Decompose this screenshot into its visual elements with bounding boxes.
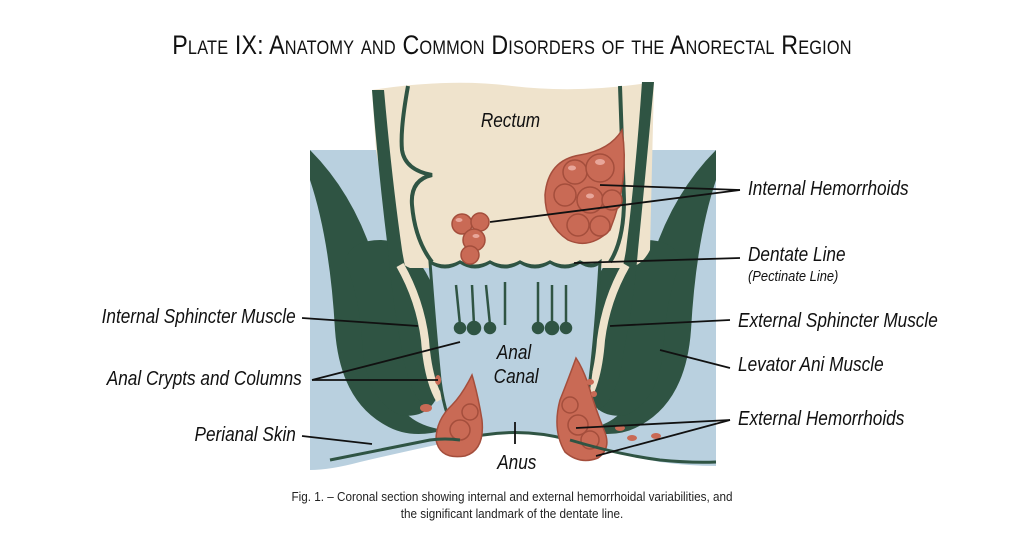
- label-anal-crypts: Anal Crypts and Columns: [106, 368, 302, 390]
- label-anus: Anus: [497, 452, 537, 474]
- label-pectinate-line: (Pectinate Line): [748, 268, 839, 285]
- caption-line-2: the significant landmark of the dentate …: [400, 506, 624, 521]
- left-internal-sphincter-lining: [396, 263, 444, 403]
- label-anal-canal-2: Canal: [493, 366, 539, 388]
- caption-line-1: Fig. 1. – Coronal section showing intern…: [291, 489, 733, 504]
- label-dentate-line: Dentate Line: [748, 244, 846, 266]
- label-levator-ani: Levator Ani Muscle: [738, 354, 884, 376]
- label-perianal-skin: Perianal Skin: [194, 424, 296, 446]
- leader-lines: [301, 184, 741, 457]
- right-internal-sphincter-lining: [582, 263, 630, 403]
- plate-title: Plate IX: Anatomy and Common Disorders o…: [172, 30, 852, 60]
- label-anal-canal-1: Anal: [496, 342, 532, 364]
- hemorrhoid-highlights: [455, 159, 605, 238]
- rectal-mucosa-fold-left: [399, 85, 434, 264]
- label-external-sphincter: External Sphincter Muscle: [738, 310, 938, 332]
- label-rectum: Rectum: [480, 110, 541, 132]
- rectal-wall-right: [598, 82, 654, 410]
- label-internal-sphincter: Internal Sphincter Muscle: [101, 306, 296, 328]
- internal-hemorrhoid-large: [544, 127, 626, 245]
- label-external-hemorrhoids: External Hemorrhoids: [738, 408, 905, 430]
- rectal-mucosa-fold-right: [608, 85, 627, 264]
- label-internal-hemorrhoids: Internal Hemorrhoids: [748, 178, 909, 200]
- rectal-wall-left: [372, 90, 430, 410]
- perianal-skin-edge: [329, 437, 717, 464]
- anal-columns: [453, 282, 573, 336]
- figure-caption: Fig. 1. – Coronal section showing intern…: [231, 488, 793, 522]
